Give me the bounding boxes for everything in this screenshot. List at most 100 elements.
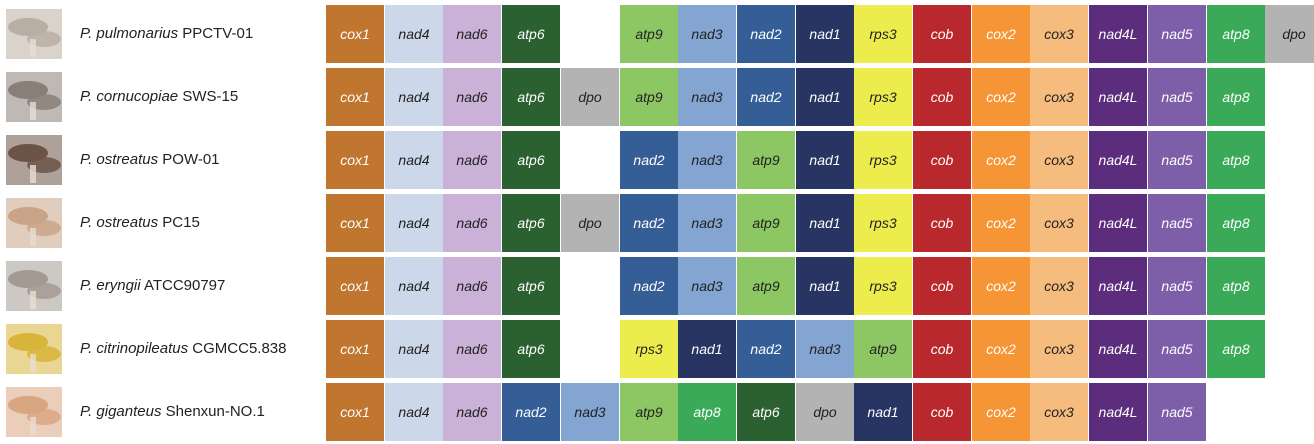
gene-block-atp9: atp9 bbox=[620, 68, 678, 126]
gene-block-atp6: atp6 bbox=[737, 383, 795, 441]
gene-block-rps3: rps3 bbox=[854, 5, 912, 63]
strain-name: PPCTV-01 bbox=[182, 25, 253, 42]
gene-block-nad4l: nad4L bbox=[1089, 68, 1147, 126]
gene-block-cox2: cox2 bbox=[972, 320, 1030, 378]
gene-block-dpo: dpo bbox=[561, 68, 619, 126]
gene-block-nad6: nad6 bbox=[443, 131, 501, 189]
gene-block-cox1: cox1 bbox=[326, 320, 384, 378]
gene-block-nad2: nad2 bbox=[737, 5, 795, 63]
gene-block-cox3: cox3 bbox=[1030, 194, 1088, 252]
gene-block-cox1: cox1 bbox=[326, 5, 384, 63]
species-name: P. ostreatus bbox=[80, 214, 158, 231]
species-label: P. cornucopiae SWS-15 bbox=[80, 68, 238, 126]
gene-block-atp8: atp8 bbox=[1207, 320, 1265, 378]
gene-block-cox1: cox1 bbox=[326, 68, 384, 126]
gene-block-nad4: nad4 bbox=[385, 194, 443, 252]
gene-block-nad2: nad2 bbox=[502, 383, 560, 441]
gene-block-rps3: rps3 bbox=[854, 194, 912, 252]
gene-block-cob: cob bbox=[913, 257, 971, 315]
gene-block-nad3: nad3 bbox=[678, 131, 736, 189]
gene-block-atp8: atp8 bbox=[1207, 131, 1265, 189]
gene-block-nad6: nad6 bbox=[443, 257, 501, 315]
gene-block-nad4l: nad4L bbox=[1089, 257, 1147, 315]
gene-block-nad4: nad4 bbox=[385, 68, 443, 126]
gene-block-nad3: nad3 bbox=[678, 257, 736, 315]
gene-block-cox2: cox2 bbox=[972, 257, 1030, 315]
gene-block-nad6: nad6 bbox=[443, 194, 501, 252]
gene-block-rps3: rps3 bbox=[854, 131, 912, 189]
gene-block-nad6: nad6 bbox=[443, 68, 501, 126]
gene-block-cox2: cox2 bbox=[972, 194, 1030, 252]
mushroom-photo bbox=[6, 72, 62, 122]
gene-block-atp6: atp6 bbox=[502, 5, 560, 63]
gene-block-cob: cob bbox=[913, 320, 971, 378]
species-name: P. giganteus bbox=[80, 403, 161, 420]
gene-block-nad6: nad6 bbox=[443, 5, 501, 63]
gene-block-atp8: atp8 bbox=[1207, 5, 1265, 63]
gene-block-atp6: atp6 bbox=[502, 257, 560, 315]
mushroom-photo bbox=[6, 261, 62, 311]
species-label: P. giganteus Shenxun-NO.1 bbox=[80, 383, 265, 441]
gene-block-atp9: atp9 bbox=[620, 5, 678, 63]
gene-block-nad1: nad1 bbox=[796, 5, 854, 63]
gene-block-nad4: nad4 bbox=[385, 320, 443, 378]
gene-block-dpo: dpo bbox=[561, 194, 619, 252]
mushroom-photo bbox=[6, 9, 62, 59]
gene-block-dpo: dpo bbox=[796, 383, 854, 441]
gene-block-cox1: cox1 bbox=[326, 131, 384, 189]
gene-block-nad3: nad3 bbox=[678, 5, 736, 63]
species-name: P. citrinopileatus bbox=[80, 340, 188, 357]
gene-block-cox3: cox3 bbox=[1030, 383, 1088, 441]
gene-block-rps3: rps3 bbox=[854, 68, 912, 126]
gene-block-nad5: nad5 bbox=[1148, 257, 1206, 315]
gene-block-cob: cob bbox=[913, 383, 971, 441]
gene-block-nad1: nad1 bbox=[796, 131, 854, 189]
gene-block-nad5: nad5 bbox=[1148, 194, 1206, 252]
strain-name: SWS-15 bbox=[182, 88, 238, 105]
gene-block-atp8: atp8 bbox=[1207, 68, 1265, 126]
gene-block-cob: cob bbox=[913, 5, 971, 63]
mushroom-photo bbox=[6, 387, 62, 437]
gene-block-atp8: atp8 bbox=[678, 383, 736, 441]
gene-block-atp9: atp9 bbox=[737, 131, 795, 189]
species-name: P. pulmonarius bbox=[80, 25, 178, 42]
gene-block-nad2: nad2 bbox=[620, 257, 678, 315]
species-label: P. ostreatus POW-01 bbox=[80, 131, 220, 189]
gene-block-nad5: nad5 bbox=[1148, 68, 1206, 126]
gene-block-nad4: nad4 bbox=[385, 383, 443, 441]
gene-block-nad3: nad3 bbox=[678, 194, 736, 252]
gene-block-nad5: nad5 bbox=[1148, 5, 1206, 63]
species-label: P. eryngii ATCC90797 bbox=[80, 257, 225, 315]
gene-block-atp6: atp6 bbox=[502, 194, 560, 252]
strain-name: PC15 bbox=[162, 214, 200, 231]
gene-block-cox1: cox1 bbox=[326, 194, 384, 252]
gene-block-nad6: nad6 bbox=[443, 320, 501, 378]
gene-block-atp9: atp9 bbox=[854, 320, 912, 378]
gene-block-nad4l: nad4L bbox=[1089, 194, 1147, 252]
gene-block-cox3: cox3 bbox=[1030, 68, 1088, 126]
gene-block-cox2: cox2 bbox=[972, 5, 1030, 63]
species-label: P. citrinopileatus CGMCC5.838 bbox=[80, 320, 287, 378]
gene-block-cob: cob bbox=[913, 68, 971, 126]
gene-block-nad4l: nad4L bbox=[1089, 320, 1147, 378]
strain-name: POW-01 bbox=[162, 151, 219, 168]
gene-block-nad4l: nad4L bbox=[1089, 5, 1147, 63]
gene-block-nad4: nad4 bbox=[385, 257, 443, 315]
mushroom-photo bbox=[6, 324, 62, 374]
gene-block-nad4l: nad4L bbox=[1089, 131, 1147, 189]
mushroom-photo bbox=[6, 135, 62, 185]
gene-block-atp6: atp6 bbox=[502, 131, 560, 189]
gene-block-atp9: atp9 bbox=[737, 257, 795, 315]
gene-block-cox3: cox3 bbox=[1030, 320, 1088, 378]
gene-block-cox2: cox2 bbox=[972, 131, 1030, 189]
gene-block-nad1: nad1 bbox=[796, 68, 854, 126]
strain-name: Shenxun-NO.1 bbox=[166, 403, 265, 420]
gene-block-cox2: cox2 bbox=[972, 383, 1030, 441]
